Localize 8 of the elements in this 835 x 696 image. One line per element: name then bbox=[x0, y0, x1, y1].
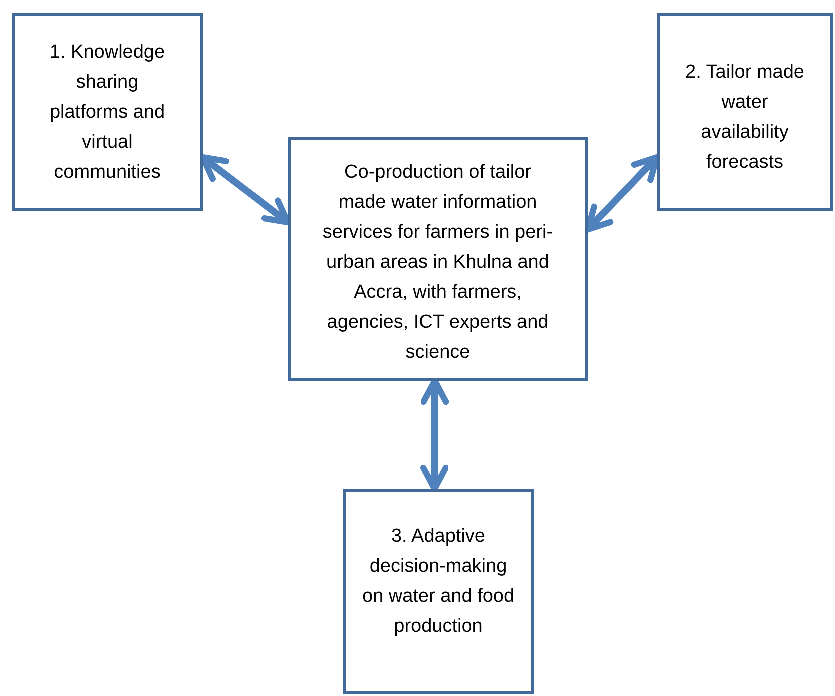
box-text: Co-production of tailor made water information services for farmers in peri-urban areas in Khulna and Accra, with farmers, agencies, ICT experts and science bbox=[322, 161, 554, 365]
text-box bbox=[657, 13, 833, 211]
text-box bbox=[12, 13, 203, 211]
box-text: 3. Adaptive decision-making on water and food production bbox=[361, 525, 516, 639]
text-box bbox=[288, 137, 588, 381]
box-text: 1. Knowledge sharing platforms and virtual communities bbox=[48, 41, 166, 185]
box-text: 2. Tailor made water availability forecasts bbox=[684, 61, 806, 175]
text-box bbox=[343, 489, 534, 694]
